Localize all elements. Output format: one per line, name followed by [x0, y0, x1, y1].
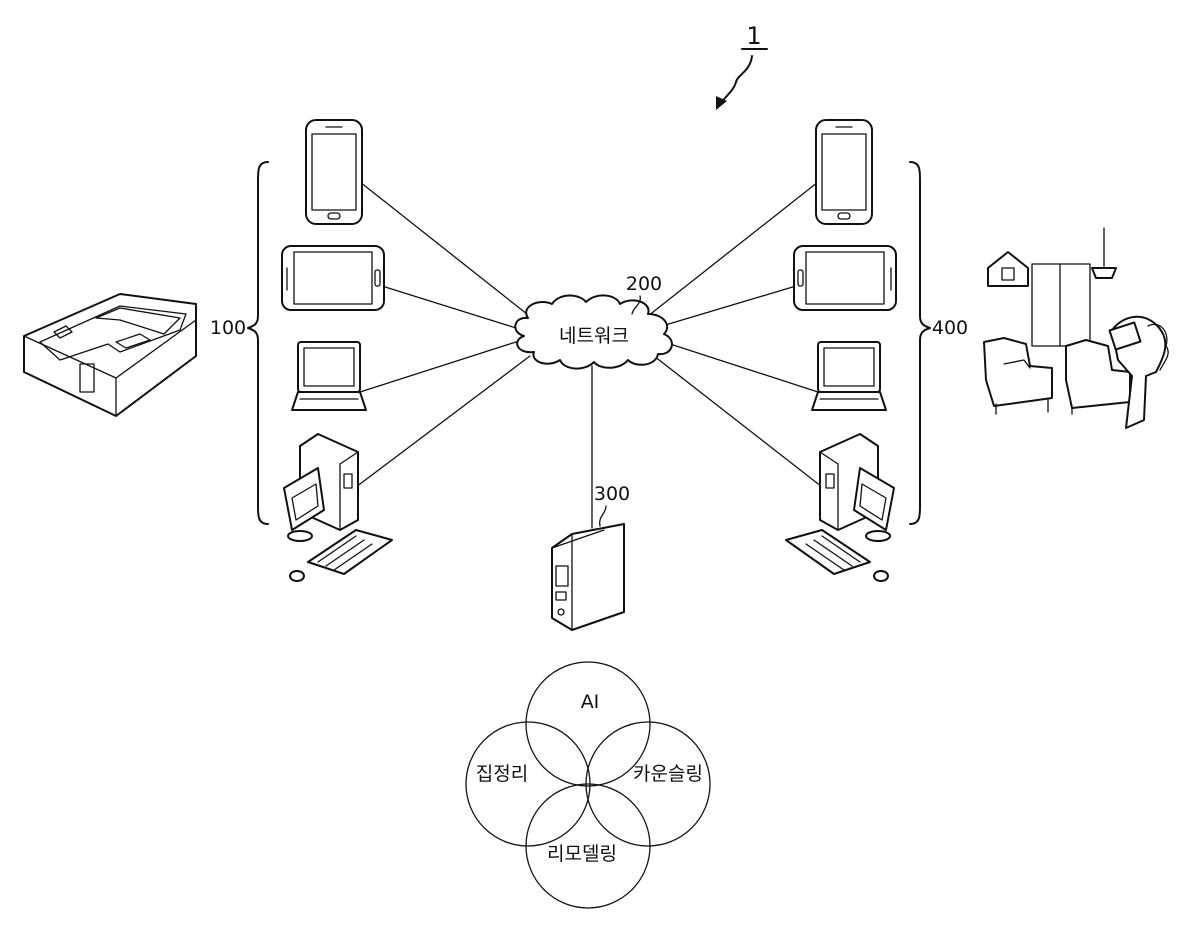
service-counseling: 카운슬링	[633, 763, 703, 785]
service-ai: AI	[581, 691, 600, 713]
link-right-phone	[648, 182, 818, 316]
house-cutaway-illustration	[24, 294, 196, 416]
link-left-tablet	[382, 286, 516, 328]
right-group-ref: 400	[932, 317, 968, 339]
network-ref: 200	[626, 273, 662, 295]
living-room-illustration	[984, 228, 1168, 428]
link-left-desktop	[352, 356, 530, 490]
left-group: 100	[210, 162, 268, 524]
left-brace	[248, 162, 268, 524]
link-right-tablet	[662, 286, 796, 326]
services-venn: AI 집정리 카운슬링 리모델링	[466, 662, 710, 908]
network-cloud: 네트워크 200	[515, 273, 672, 369]
home-icon	[988, 252, 1028, 286]
system-ref-arrow-shaft	[720, 56, 752, 104]
right-brace	[910, 162, 930, 524]
link-left-phone	[360, 182, 532, 318]
tablet-icon	[794, 246, 896, 310]
desktop-computer-icon	[284, 434, 392, 581]
server-ref-leader	[600, 506, 606, 526]
server-icon	[552, 524, 624, 630]
network-label: 네트워크	[559, 325, 629, 347]
smartphone-icon	[306, 120, 362, 224]
tablet-icon	[282, 246, 384, 310]
system-ref-label: 1	[746, 22, 761, 50]
system-reference: 1	[716, 22, 767, 110]
service-remodeling: 리모델링	[547, 843, 617, 865]
desktop-computer-icon	[786, 434, 894, 581]
right-group: 400	[910, 162, 968, 524]
link-right-desktop	[654, 356, 826, 490]
smartphone-icon	[816, 120, 872, 224]
link-right-laptop	[664, 342, 818, 392]
server-ref: 300	[594, 483, 630, 505]
left-group-ref: 100	[210, 317, 246, 339]
laptop-icon	[292, 342, 366, 410]
service-tidying: 집정리	[476, 763, 528, 785]
laptop-icon	[812, 342, 886, 410]
